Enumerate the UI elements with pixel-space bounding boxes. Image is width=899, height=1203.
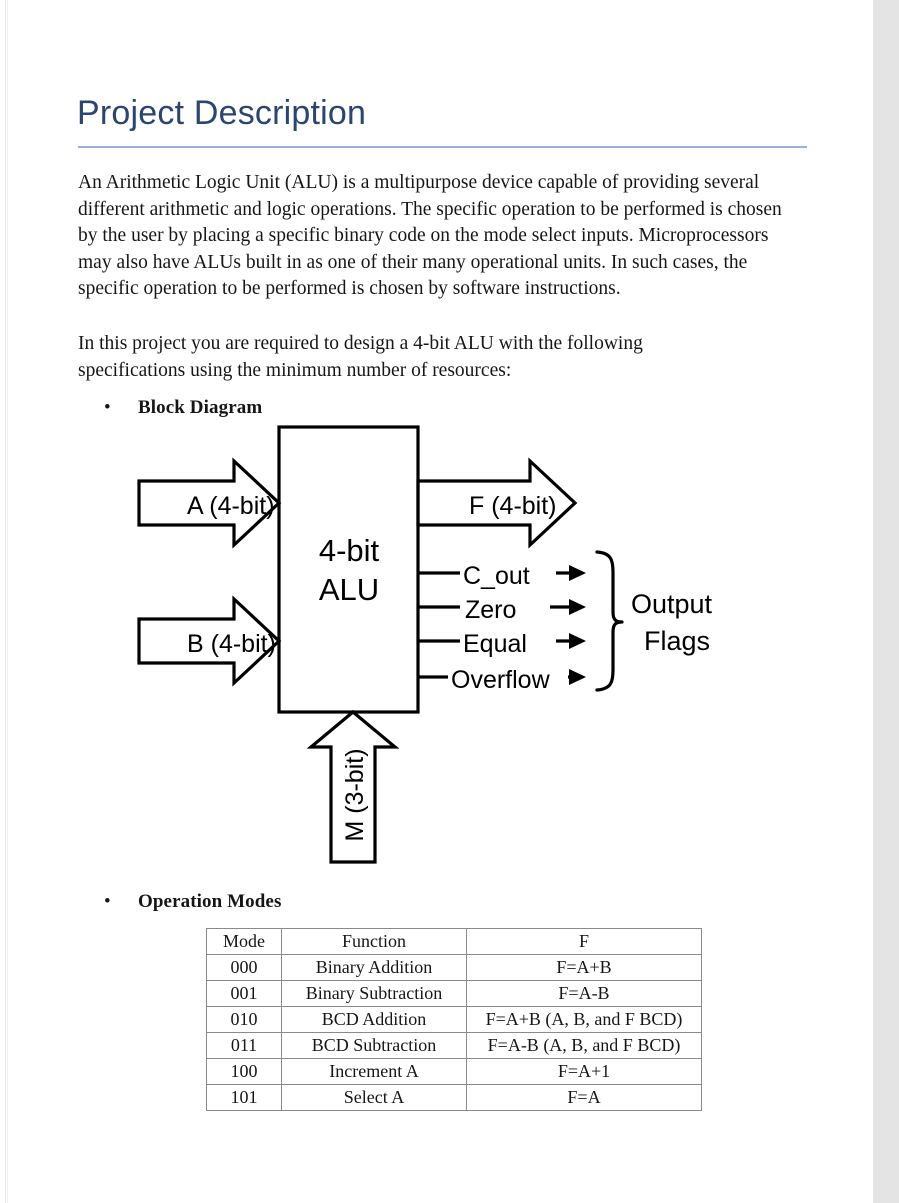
column-header-mode: Mode — [206, 928, 282, 955]
output-flags-label-line1: Output — [631, 589, 713, 619]
arrowhead-zero — [569, 599, 586, 615]
cell-mode: 010 — [206, 1006, 282, 1033]
cell-function: Binary Subtraction — [281, 980, 467, 1007]
cell-f: F=A-B — [466, 980, 702, 1007]
flag-label-zero: Zero — [465, 596, 516, 624]
page-title: Project Description — [77, 94, 367, 132]
alu-block-rect — [277, 425, 420, 714]
cell-mode: 101 — [206, 1084, 282, 1111]
table-row: 011 BCD Subtraction F=A-B (A, B, and F B… — [206, 1032, 702, 1059]
arrowhead-overflow — [569, 669, 586, 685]
input-b-arrow-shape — [137, 595, 282, 687]
cell-mode: 100 — [206, 1058, 282, 1085]
arrowhead-equal — [569, 633, 586, 649]
flag-label-cout: C_out — [463, 562, 530, 590]
vertical-scrollbar[interactable] — [872, 0, 899, 1203]
title-underline-rule — [78, 146, 807, 148]
cell-mode: 000 — [206, 954, 282, 981]
table-row: 001 Binary Subtraction F=A-B — [206, 980, 702, 1007]
alu-block-label-line2: ALU — [319, 572, 379, 607]
alu-block-label-line1: 4-bit — [319, 533, 380, 568]
bullet-dot-icon: • — [104, 891, 111, 912]
bullet-dot-icon: • — [104, 397, 111, 418]
column-header-f: F — [466, 928, 702, 955]
input-b-label: B (4-bit) — [187, 630, 276, 658]
cell-f: F=A+B — [466, 954, 702, 981]
operation-modes-table: Mode Function F 000 Binary Addition F=A+… — [206, 928, 702, 1111]
cell-f: F=A — [466, 1084, 702, 1111]
cell-function: BCD Addition — [281, 1006, 467, 1033]
cell-f: F=A+B (A, B, and F BCD) — [466, 1006, 702, 1033]
cell-function: Select A — [281, 1084, 467, 1111]
page-left-edge-line — [5, 0, 6, 1203]
project-requirement-paragraph: In this project you are required to desi… — [78, 333, 643, 381]
input-a-label: A (4-bit) — [187, 492, 275, 520]
output-f-label: F (4-bit) — [469, 492, 557, 520]
flag-label-equal: Equal — [463, 630, 527, 658]
table-header-row: Mode Function F — [206, 928, 702, 955]
page-left-edge-shadow — [7, 0, 8, 1203]
cell-function: BCD Subtraction — [281, 1032, 467, 1059]
intro-paragraph: An Arithmetic Logic Unit (ALU) is a mult… — [78, 172, 782, 300]
input-m-label: M (3-bit) — [341, 748, 369, 841]
document-page: Project Description An Arithmetic Logic … — [8, 0, 873, 1203]
bullet-label-operation-modes: Operation Modes — [138, 891, 282, 912]
table-body: 000 Binary Addition F=A+B 001 Binary Sub… — [206, 954, 702, 1111]
output-flags-label-line2: Flags — [644, 626, 710, 656]
flag-label-backdrops — [448, 554, 568, 696]
output-flags-brace — [595, 550, 624, 692]
cell-mode: 001 — [206, 980, 282, 1007]
table-head: Mode Function F — [206, 928, 702, 955]
cell-mode: 011 — [206, 1032, 282, 1059]
bullet-item-operation-modes: • Operation Modes — [104, 890, 804, 914]
flag-label-overflow: Overflow — [451, 666, 551, 694]
column-header-function: Function — [281, 928, 467, 955]
table-row: 000 Binary Addition F=A+B — [206, 954, 702, 981]
table-row: 010 BCD Addition F=A+B (A, B, and F BCD) — [206, 1006, 702, 1033]
cell-function: Binary Addition — [281, 954, 467, 981]
cell-f: F=A+1 — [466, 1058, 702, 1085]
cell-f: F=A-B (A, B, and F BCD) — [466, 1032, 702, 1059]
table-row: 100 Increment A F=A+1 — [206, 1058, 702, 1085]
document-content: Project Description An Arithmetic Logic … — [8, 0, 873, 1203]
bullet-label-block-diagram: Block Diagram — [138, 397, 263, 418]
table-row: 101 Select A F=A — [206, 1084, 702, 1111]
flag-arrowheads — [569, 565, 586, 685]
arrowhead-cout — [569, 565, 586, 581]
cell-function: Increment A — [281, 1058, 467, 1085]
bullet-item-block-diagram: • Block Diagram — [104, 396, 804, 420]
input-a-arrow-shape — [137, 457, 282, 549]
output-f-arrow-shape — [416, 457, 578, 549]
input-m-arrow-shape — [306, 709, 400, 864]
